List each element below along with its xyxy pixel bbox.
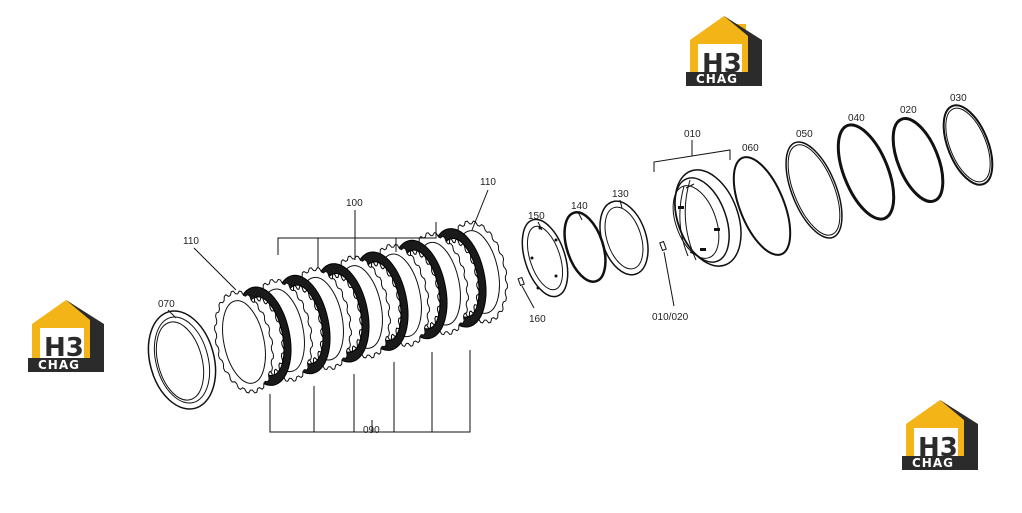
callout-050: 050	[796, 129, 813, 140]
callout-110-left: 110	[183, 236, 199, 247]
pin-010-020	[659, 240, 667, 252]
leader-lines	[167, 140, 731, 433]
callout-030: 030	[950, 93, 967, 104]
ring-070	[147, 310, 217, 410]
callout-160: 160	[529, 314, 546, 325]
ring-060	[732, 156, 792, 256]
logo-top: H3 CHAG	[686, 16, 762, 86]
ring-040	[836, 123, 896, 221]
steel-clutch-disc	[214, 290, 274, 394]
callout-140: 140	[571, 201, 588, 212]
callout-110-right: 110	[480, 177, 496, 188]
piston-010	[672, 169, 742, 267]
logo-left: H3 CHAG	[28, 300, 104, 372]
callout-010: 010	[684, 129, 701, 140]
callout-070: 070	[158, 299, 175, 310]
pin-160	[517, 276, 525, 287]
logo-bottom-right: H3 CHAG	[902, 400, 978, 470]
clutch-disc-pack	[214, 220, 508, 394]
callout-130: 130	[612, 189, 629, 200]
callout-010-020: 010/020	[652, 312, 689, 323]
ring-140	[563, 211, 607, 283]
callout-labels: 010 020 030 040 050 060 070 090 100 110 …	[158, 93, 967, 436]
ring-020	[891, 117, 945, 203]
callout-150: 150	[528, 211, 545, 222]
callout-040: 040	[848, 113, 865, 124]
ring-030	[942, 104, 994, 186]
ring-150	[521, 218, 569, 298]
logo-br-text: CHAG	[912, 456, 954, 470]
logo-left-text: CHAG	[38, 358, 80, 372]
callout-020: 020	[900, 105, 917, 116]
logo-top-text: CHAG	[696, 72, 738, 86]
callout-090: 090	[363, 425, 380, 436]
callout-100: 100	[346, 198, 363, 209]
callout-060: 060	[742, 143, 759, 154]
ring-050	[785, 141, 843, 239]
